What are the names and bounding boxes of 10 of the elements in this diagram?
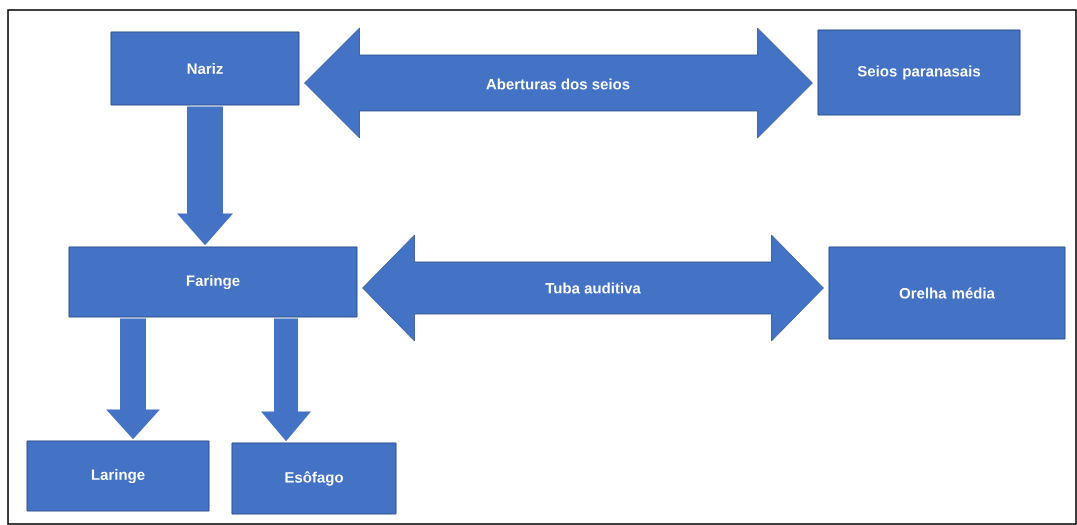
process-box: Nariz	[110, 31, 300, 106]
process-box: Seios paranasais	[817, 29, 1021, 116]
process-box: Esôfago	[231, 442, 397, 515]
process-box: Faringe	[68, 246, 358, 318]
process-box: Orelha média	[828, 246, 1066, 340]
edge-label: Tuba auditiva	[543, 280, 643, 296]
edge-label: Aberturas dos seios	[483, 76, 633, 92]
block-arrow	[304, 27, 813, 139]
block-arrow	[362, 234, 824, 342]
process-box: Laringe	[26, 440, 210, 512]
